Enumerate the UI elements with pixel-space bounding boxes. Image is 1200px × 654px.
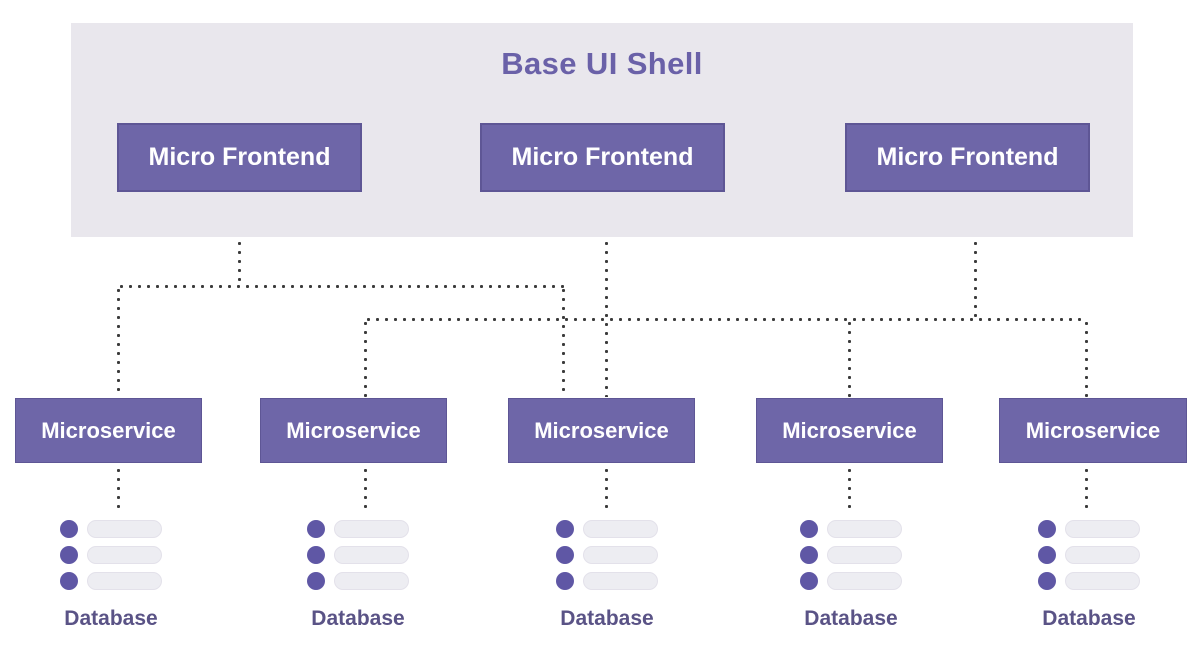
database-icon-row [307, 520, 409, 538]
database-icon-dot [556, 572, 574, 590]
micro-frontend-label-1: Micro Frontend [148, 143, 331, 171]
database-group-1: Database [60, 520, 162, 631]
database-icon-bar [827, 520, 902, 538]
database-icon-dot [800, 520, 818, 538]
connector-bus2 [363, 317, 1087, 321]
database-icon-dot [307, 572, 325, 590]
shell-title: Base UI Shell [501, 46, 703, 81]
database-icon [1038, 520, 1140, 590]
database-icon-dot [60, 572, 78, 590]
database-icon-row [60, 520, 162, 538]
connector-ms1-to-db1 [116, 466, 120, 512]
connector-ms3-to-db3 [604, 466, 608, 512]
database-icon-dot [307, 546, 325, 564]
database-icon-row [1038, 572, 1140, 590]
database-icon-row [60, 572, 162, 590]
database-icon-row [60, 546, 162, 564]
database-group-2: Database [307, 520, 409, 631]
database-icon [800, 520, 902, 590]
database-icon-bar [583, 546, 658, 564]
database-icon-bar [87, 572, 162, 590]
database-icon-bar [334, 520, 409, 538]
database-icon-row [307, 572, 409, 590]
database-icon-row [556, 520, 658, 538]
database-icon-bar [87, 520, 162, 538]
microservice-label-4: Microservice [782, 417, 917, 443]
database-icon-dot [60, 520, 78, 538]
database-icon-row [556, 572, 658, 590]
connector-ms2-to-db2 [363, 466, 367, 512]
database-label-1: Database [64, 607, 158, 630]
database-group-5: Database [1038, 520, 1140, 631]
database-label-3: Database [560, 607, 654, 630]
database-icon-dot [60, 546, 78, 564]
database-icon-bar [827, 572, 902, 590]
micro-frontend-label-2: Micro Frontend [511, 143, 694, 171]
database-icon-bar [583, 520, 658, 538]
connector-bus1-to-ms1 [116, 286, 120, 397]
database-icon-dot [307, 520, 325, 538]
connector-mf1-stub [237, 239, 241, 286]
microservice-label-5: Microservice [1025, 417, 1161, 443]
connector-ms5-to-db5 [1084, 466, 1088, 512]
connector-bus1 [116, 284, 565, 288]
micro-frontend-box-1: Micro Frontend [117, 123, 362, 192]
database-label-4: Database [804, 607, 898, 630]
database-icon-dot [1038, 520, 1056, 538]
database-icon-dot [1038, 546, 1056, 564]
microservice-box-5: Microservice [999, 398, 1187, 463]
database-icon-bar [334, 572, 409, 590]
microservice-box-3: Microservice [508, 398, 695, 463]
database-icon-row [800, 546, 902, 564]
database-icon-dot [556, 520, 574, 538]
database-icon-bar [1065, 572, 1140, 590]
database-label-2: Database [311, 607, 405, 630]
connector-bus2-to-ms2 [363, 319, 367, 397]
database-icon-bar [1065, 520, 1140, 538]
database-icon-bar [334, 546, 409, 564]
database-icon-row [307, 546, 409, 564]
database-icon-bar [827, 546, 902, 564]
database-icon-bar [1065, 546, 1140, 564]
connector-bus1-to-ms3 [561, 286, 565, 397]
database-icon [60, 520, 162, 590]
connector-bus2-to-ms5 [1084, 319, 1088, 397]
database-icon-bar [583, 572, 658, 590]
database-label-5: Database [1042, 607, 1136, 630]
database-icon-bar [87, 546, 162, 564]
database-group-3: Database [556, 520, 658, 631]
database-icon-dot [556, 546, 574, 564]
database-icon [556, 520, 658, 590]
database-icon-row [1038, 546, 1140, 564]
microservice-box-2: Microservice [260, 398, 447, 463]
micro-frontend-box-3: Micro Frontend [845, 123, 1090, 192]
connector-mf3-stub [973, 239, 977, 319]
connector-bus2-to-ms4 [847, 319, 851, 397]
database-icon-row [800, 520, 902, 538]
connector-ms4-to-db4 [847, 466, 851, 512]
database-icon-dot [800, 572, 818, 590]
database-group-4: Database [800, 520, 902, 631]
micro-frontend-box-2: Micro Frontend [480, 123, 725, 192]
microservice-label-1: Microservice [41, 417, 176, 443]
microservice-box-1: Microservice [15, 398, 202, 463]
database-icon-row [556, 546, 658, 564]
microservice-label-3: Microservice [534, 417, 669, 443]
database-icon-row [800, 572, 902, 590]
micro-frontend-label-3: Micro Frontend [876, 143, 1059, 171]
database-icon-dot [1038, 572, 1056, 590]
microservice-label-2: Microservice [286, 417, 421, 443]
database-icon-row [1038, 520, 1140, 538]
database-icon [307, 520, 409, 590]
microservice-box-4: Microservice [756, 398, 943, 463]
database-icon-dot [800, 546, 818, 564]
